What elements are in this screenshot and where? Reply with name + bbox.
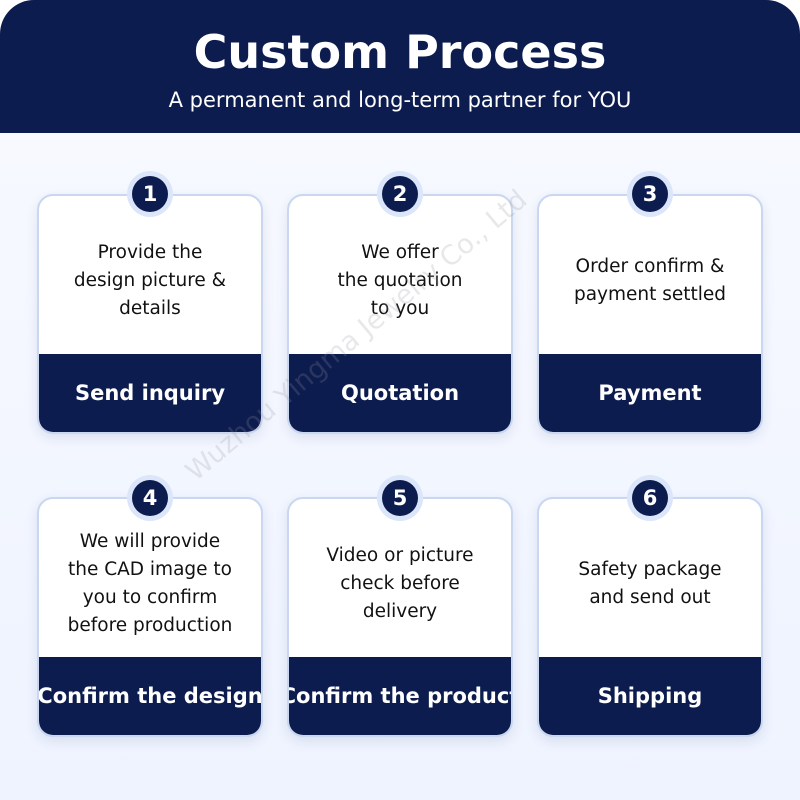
step-2-label: Quotation	[340, 381, 460, 405]
step-2-description: We offer the quotation to you	[337, 242, 463, 319]
step-4-description: We will provide the CAD image to you to …	[67, 531, 233, 636]
step-1-description: Provide the design picture & details	[73, 242, 227, 319]
step-card-4: We will provide the CAD image to you to …	[37, 497, 263, 737]
step-3-number-badge: 3	[627, 171, 673, 217]
step-6-footer: Shipping	[539, 657, 761, 735]
page-subtitle: A permanent and long-term partner for YO…	[168, 88, 632, 112]
step-card-6: Safety package and send out Shipping	[537, 497, 763, 737]
step-5-number: 5	[382, 480, 418, 516]
step-5-number-badge: 5	[377, 475, 423, 521]
step-card-1: Provide the design picture & details Sen…	[37, 194, 263, 434]
step-2-footer: Quotation	[289, 354, 511, 432]
step-1-footer: Send inquiry	[39, 354, 261, 432]
step-3-description: Order confirm & payment settled	[573, 256, 727, 305]
step-5-label: Confirm the product	[287, 684, 513, 708]
step-4-footer: Confirm the design	[39, 657, 261, 735]
step-card-5: Video or picture check before delivery C…	[287, 497, 513, 737]
page-title: Custom Process	[193, 25, 607, 79]
step-2-number-badge: 2	[377, 171, 423, 217]
step-6-description: Safety package and send out	[578, 559, 722, 608]
step-6-number-badge: 6	[627, 475, 673, 521]
step-1-number: 1	[132, 176, 168, 212]
step-1-label: Send inquiry	[74, 381, 226, 405]
step-5-footer: Confirm the product	[289, 657, 511, 735]
header-banner: Custom Process A permanent and long-term…	[0, 0, 800, 133]
step-1-number-badge: 1	[127, 171, 173, 217]
step-6-label: Shipping	[597, 684, 703, 708]
step-6-number: 6	[632, 480, 668, 516]
step-card-3: Order confirm & payment settled Payment	[537, 194, 763, 434]
step-5-description: Video or picture check before delivery	[326, 545, 474, 622]
step-4-number: 4	[132, 480, 168, 516]
step-4-label: Confirm the design	[37, 684, 263, 708]
step-4-number-badge: 4	[127, 475, 173, 521]
step-card-2: We offer the quotation to you Quotation	[287, 194, 513, 434]
step-3-number: 3	[632, 176, 668, 212]
step-2-number: 2	[382, 176, 418, 212]
step-3-footer: Payment	[539, 354, 761, 432]
step-3-label: Payment	[598, 381, 702, 405]
